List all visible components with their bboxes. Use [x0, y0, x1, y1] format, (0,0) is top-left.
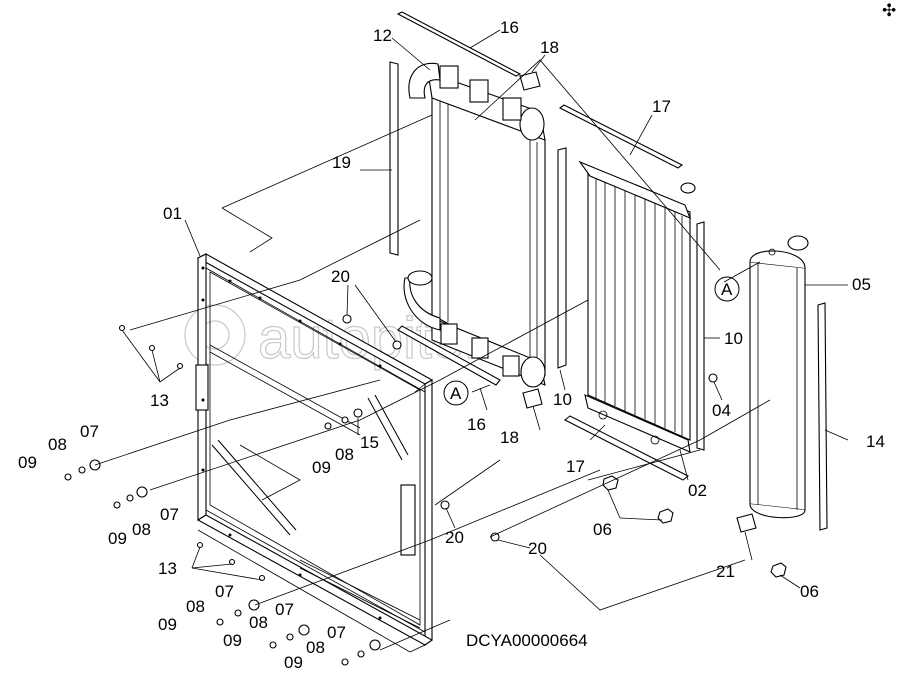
callout-17-bottom: 17: [566, 457, 585, 476]
callout-08-c: 08: [186, 597, 205, 616]
corner-mark: ✣: [882, 1, 896, 20]
callout-20-upper: 20: [331, 267, 350, 286]
callout-09-b: 09: [312, 458, 331, 477]
callout-07-e: 07: [327, 623, 346, 642]
callout-10-right: 10: [724, 329, 743, 348]
callout-07-d: 07: [275, 600, 294, 619]
pad-18-bottom: [522, 388, 543, 409]
callout-01: 01: [163, 204, 182, 223]
callout-08-b2: 08: [132, 520, 151, 539]
callout-08-b: 08: [335, 445, 354, 464]
callout-02: 02: [688, 481, 707, 500]
fasteners: [64, 314, 787, 666]
callout-09-a: 09: [18, 453, 37, 472]
callout-09-e: 09: [284, 653, 303, 672]
callout-09-c: 09: [158, 615, 177, 634]
callout-13-lower: 13: [158, 559, 177, 578]
seal-19: [389, 61, 399, 256]
callout-06-right: 06: [800, 582, 819, 601]
callout-07-a: 07: [80, 422, 99, 441]
charge-air-cooler: [749, 235, 809, 519]
callout-04: 04: [712, 401, 731, 420]
callout-09-b2: 09: [108, 529, 127, 548]
seal-16-bottom: [397, 325, 501, 386]
callout-06-middle: 06: [593, 520, 612, 539]
callout-07-c: 07: [215, 582, 234, 601]
marker-a-left-label: A: [450, 384, 462, 403]
drawing-code: DCYA00000664: [466, 631, 588, 650]
callout-18-bottom: 18: [500, 428, 519, 447]
callout-21: 21: [716, 562, 735, 581]
radiator-frame: [195, 253, 434, 653]
callout-17-top: 17: [652, 97, 671, 116]
pad-18-top: [519, 71, 541, 91]
pad-21: [736, 513, 757, 533]
callout-20-right: 20: [528, 539, 547, 558]
callout-20-mid: 20: [445, 528, 464, 547]
leader-lines: [94, 29, 849, 651]
callout-08-d: 08: [249, 613, 268, 632]
callout-12: 12: [373, 26, 392, 45]
seal-10-right: [696, 221, 705, 451]
seal-17-bottom: [563, 415, 690, 481]
seal-16-top: [396, 11, 522, 77]
callout-05: 05: [852, 275, 871, 294]
callout-16-top: 16: [500, 18, 519, 37]
callout-15: 15: [360, 433, 379, 452]
callout-09-d: 09: [223, 631, 242, 650]
radiator-core: [403, 62, 546, 388]
callout-16-bottom: 16: [467, 415, 486, 434]
callout-13-upper: 13: [150, 391, 169, 410]
callout-07-b: 07: [160, 505, 179, 524]
oil-cooler: [578, 160, 696, 453]
marker-a-right-label: A: [721, 280, 733, 299]
callout-10-left: 10: [553, 390, 572, 409]
callout-14: 14: [866, 432, 885, 451]
callout-08-e: 08: [306, 638, 325, 657]
seal-17-top: [558, 104, 684, 169]
seal-10-left: [557, 147, 567, 369]
callout-labels: 12 16 18 17 19 01 20 05 A 10 10 13 A 16 …: [18, 18, 885, 672]
seal-14: [817, 302, 828, 531]
reference-marker-a-left: [443, 380, 469, 406]
callout-19: 19: [332, 153, 351, 172]
reference-marker-a-right: [714, 276, 740, 302]
callout-08-a: 08: [48, 435, 67, 454]
callout-18-top: 18: [540, 38, 559, 57]
